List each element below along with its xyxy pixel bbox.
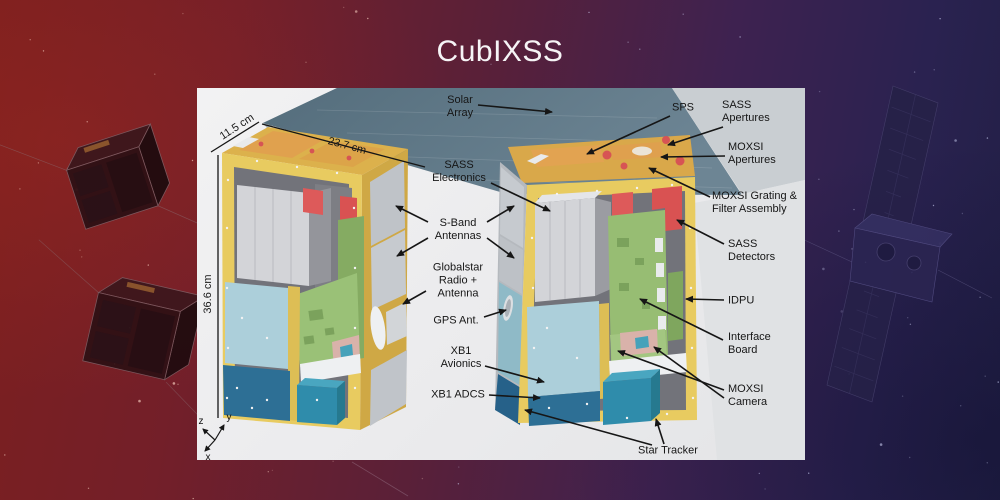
dimension-width: 23.7 cm: [326, 135, 368, 157]
label-gps-ant: GPS Ant.: [433, 314, 479, 327]
page-title: CubIXSS: [436, 35, 564, 68]
screws-left: [225, 159, 357, 410]
label-moxsi-grating: MOXSI Grating &Filter Assembly: [712, 190, 797, 215]
bg-satellite-right: [799, 85, 993, 403]
dimension-depth: 11.5 cm: [217, 111, 257, 143]
screws-right: [530, 183, 695, 420]
bg-cubesat-left-bottom: [38, 239, 228, 446]
dimension-height: 36.6 cm: [202, 274, 214, 314]
bg-streak: [351, 461, 409, 497]
label-idpu: IDPU: [728, 294, 755, 307]
label-xb1-adcs: XB1 ADCS: [431, 388, 485, 401]
axis-label-z: z: [198, 416, 204, 427]
label-sps: SPS: [672, 101, 695, 114]
figure-graphic: [202, 88, 805, 460]
annotation-lines: [202, 104, 726, 452]
bg-cubesat-left-top: [0, 123, 238, 242]
cubesat-view-right: [495, 135, 697, 426]
label-star-tracker: Star Tracker: [638, 444, 698, 457]
axis-label-x: x: [205, 452, 211, 463]
axis-label-y: y: [226, 412, 232, 423]
cubesat-view-left: [222, 127, 408, 430]
